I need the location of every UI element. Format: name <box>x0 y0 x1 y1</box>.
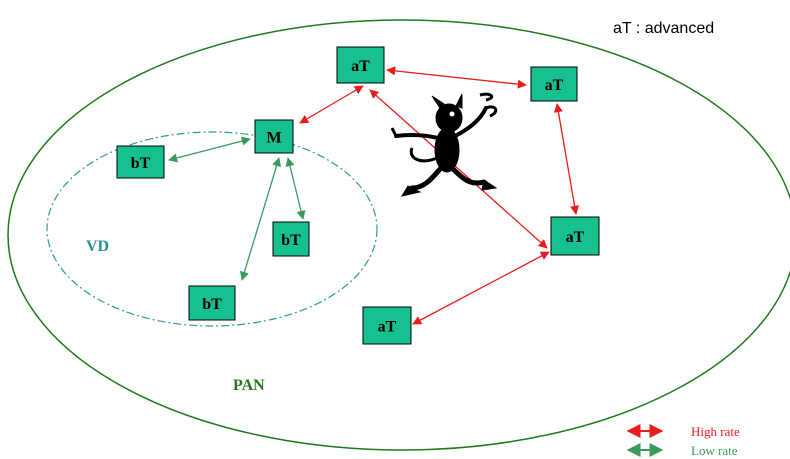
pan-region <box>7 19 790 451</box>
top-note: aT : advanced <box>613 20 714 37</box>
link-at1-at2 <box>386 66 527 89</box>
legend-low-label: Low rate <box>691 443 738 458</box>
node-label: bT <box>281 232 301 249</box>
devil-figure-icon <box>390 92 498 197</box>
node-at1: aT <box>336 46 385 84</box>
legend-high-label: High rate <box>691 424 740 439</box>
legend: High rate Low rate <box>626 424 740 458</box>
node-box <box>362 306 412 345</box>
nodes-layer: MbT bT bT aT aT aT aT <box>116 46 600 345</box>
node-label: bT <box>131 155 151 172</box>
node-box <box>550 216 600 256</box>
node-box <box>272 221 310 257</box>
link-m-bt3 <box>240 157 281 281</box>
node-label: aT <box>566 229 585 246</box>
node-box <box>530 66 578 102</box>
link-at1-at3 <box>369 89 548 249</box>
node-box <box>188 285 236 321</box>
link-m-at1 <box>299 85 364 124</box>
node-box <box>254 119 294 154</box>
node-label: aT <box>378 319 397 336</box>
node-label: aT <box>351 58 370 75</box>
link-m-bt1 <box>168 136 251 163</box>
node-label: aT <box>545 77 564 94</box>
pan-label: PAN <box>233 377 265 394</box>
node-box <box>336 46 385 84</box>
node-at3: aT <box>550 216 600 256</box>
node-m: M <box>254 119 294 154</box>
node-box <box>116 145 165 179</box>
link-at2-at3 <box>553 103 580 215</box>
vd-label: VD <box>86 238 109 255</box>
node-bt2: bT <box>272 221 310 257</box>
node-at2: aT <box>530 66 578 102</box>
node-label: bT <box>202 296 222 313</box>
note-overlap-mask <box>640 41 760 50</box>
node-label: M <box>266 130 281 147</box>
node-at4: aT <box>362 306 412 345</box>
link-m-bt2 <box>285 157 306 220</box>
link-at3-at4 <box>412 251 550 325</box>
node-bt1: bT <box>116 145 165 179</box>
links-layer <box>168 66 580 325</box>
node-bt3: bT <box>188 285 236 321</box>
